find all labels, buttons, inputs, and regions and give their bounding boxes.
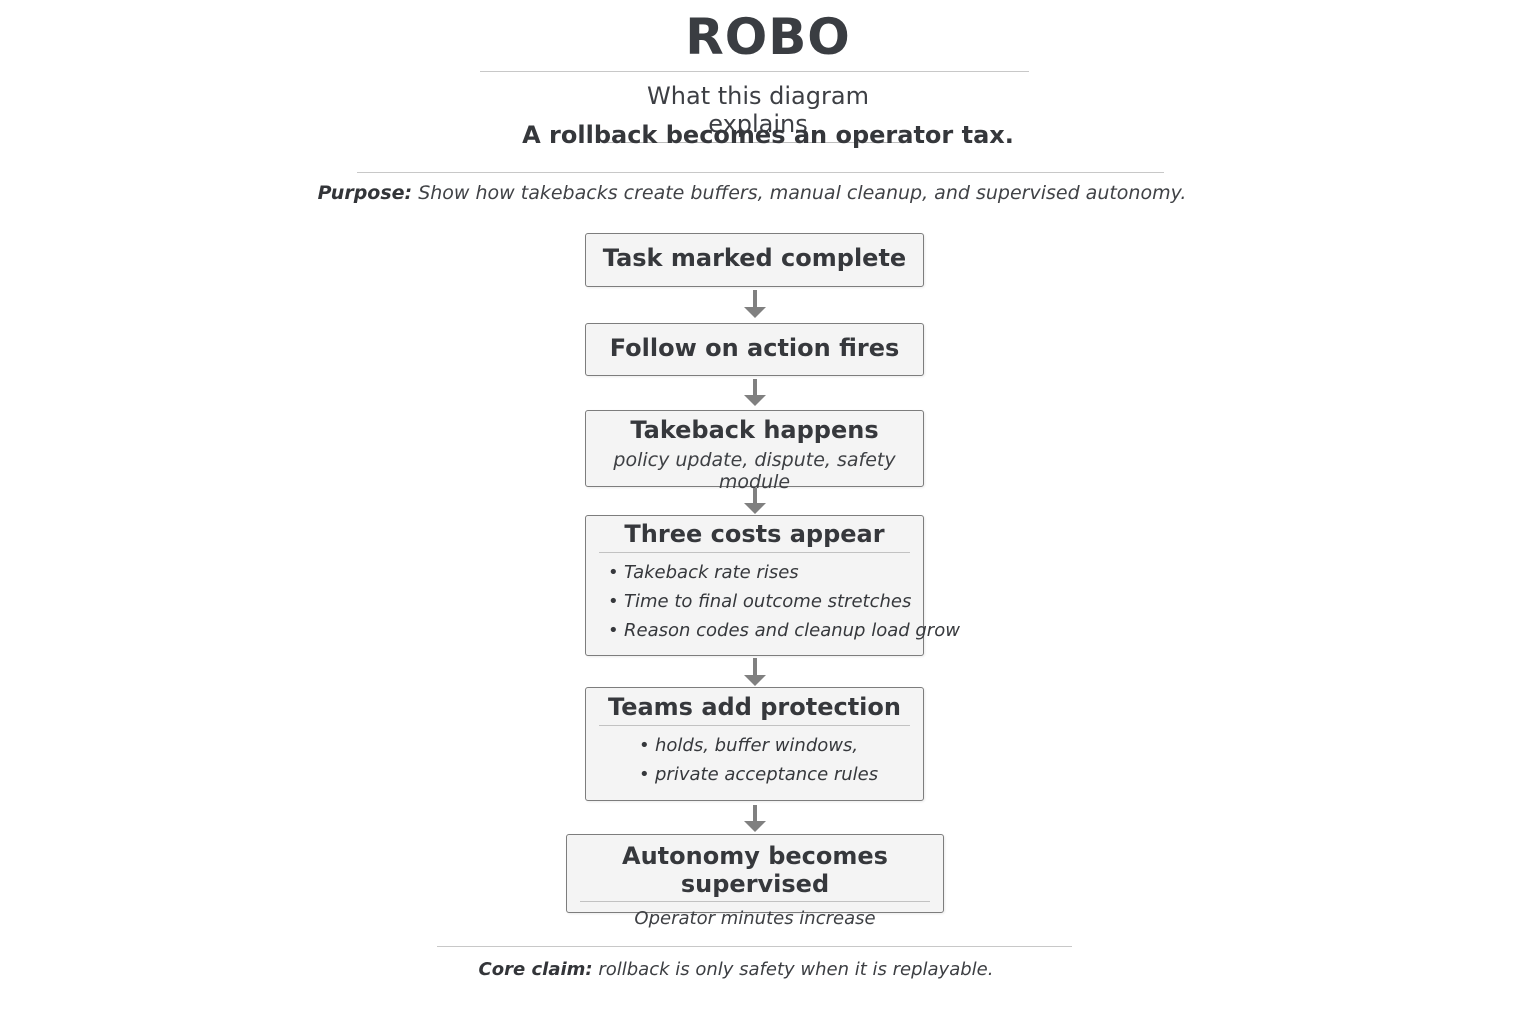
step-divider: [599, 725, 910, 726]
step-subtitle: policy update, dispute, safety module: [613, 449, 896, 493]
step-title: Follow on action fires: [609, 334, 900, 362]
arrow-down-icon: [744, 488, 766, 514]
protection-list: •holds, buffer windows, •private accepta…: [586, 731, 923, 789]
step-title: Task marked complete: [602, 244, 907, 272]
diagram-title: ROBO: [685, 8, 851, 66]
footer-divider: [437, 946, 1072, 947]
step-autonomy-supervised: Autonomy becomes supervised Operator min…: [566, 834, 944, 929]
purpose-text: Show how takebacks create buffers, manua…: [418, 182, 1187, 204]
step-teams-add-protection: Teams add protection •holds, buffer wind…: [585, 687, 924, 801]
core-claim-label: Core claim:: [478, 959, 593, 980]
purpose-line: Purpose: Show how takebacks create buffe…: [0, 182, 1504, 204]
step-subtitle: Operator minutes increase: [634, 908, 876, 929]
step-title: Teams add protection: [608, 693, 901, 721]
diagram-subtitle: What this diagram explains: [604, 82, 912, 143]
list-item: •Takeback rate rises: [608, 562, 799, 583]
step-divider: [599, 552, 910, 553]
purpose-label: Purpose:: [317, 182, 413, 204]
diagram-headline: A rollback becomes an operator tax.: [522, 121, 1014, 149]
step-takeback-happens: Takeback happens policy update, dispute,…: [585, 410, 924, 493]
step-title: Autonomy becomes supervised: [622, 842, 888, 898]
step-title: Three costs appear: [624, 520, 885, 548]
list-item: •Reason codes and cleanup load grow: [608, 620, 960, 641]
core-claim: Core claim: rollback is only safety when…: [0, 959, 1472, 980]
arrow-down-icon: [744, 658, 766, 686]
step-divider: [580, 901, 930, 902]
arrow-down-icon: [744, 379, 766, 406]
list-item: •holds, buffer windows,: [639, 735, 859, 756]
list-item: •Time to final outcome stretches: [608, 591, 912, 612]
arrow-down-icon: [744, 290, 766, 318]
step-title: Takeback happens: [630, 416, 879, 444]
step-three-costs-appear: Three costs appear •Takeback rate rises …: [585, 515, 960, 656]
core-claim-text: rollback is only safety when it is repla…: [598, 959, 994, 980]
title-divider: [480, 71, 1029, 72]
cost-list: •Takeback rate rises •Time to final outc…: [586, 558, 960, 645]
arrow-down-icon: [744, 805, 766, 832]
step-follow-on-action: Follow on action fires: [585, 323, 924, 376]
list-item: •private acceptance rules: [639, 764, 879, 785]
step-task-marked-complete: Task marked complete: [585, 233, 924, 287]
purpose-divider: [357, 172, 1164, 173]
